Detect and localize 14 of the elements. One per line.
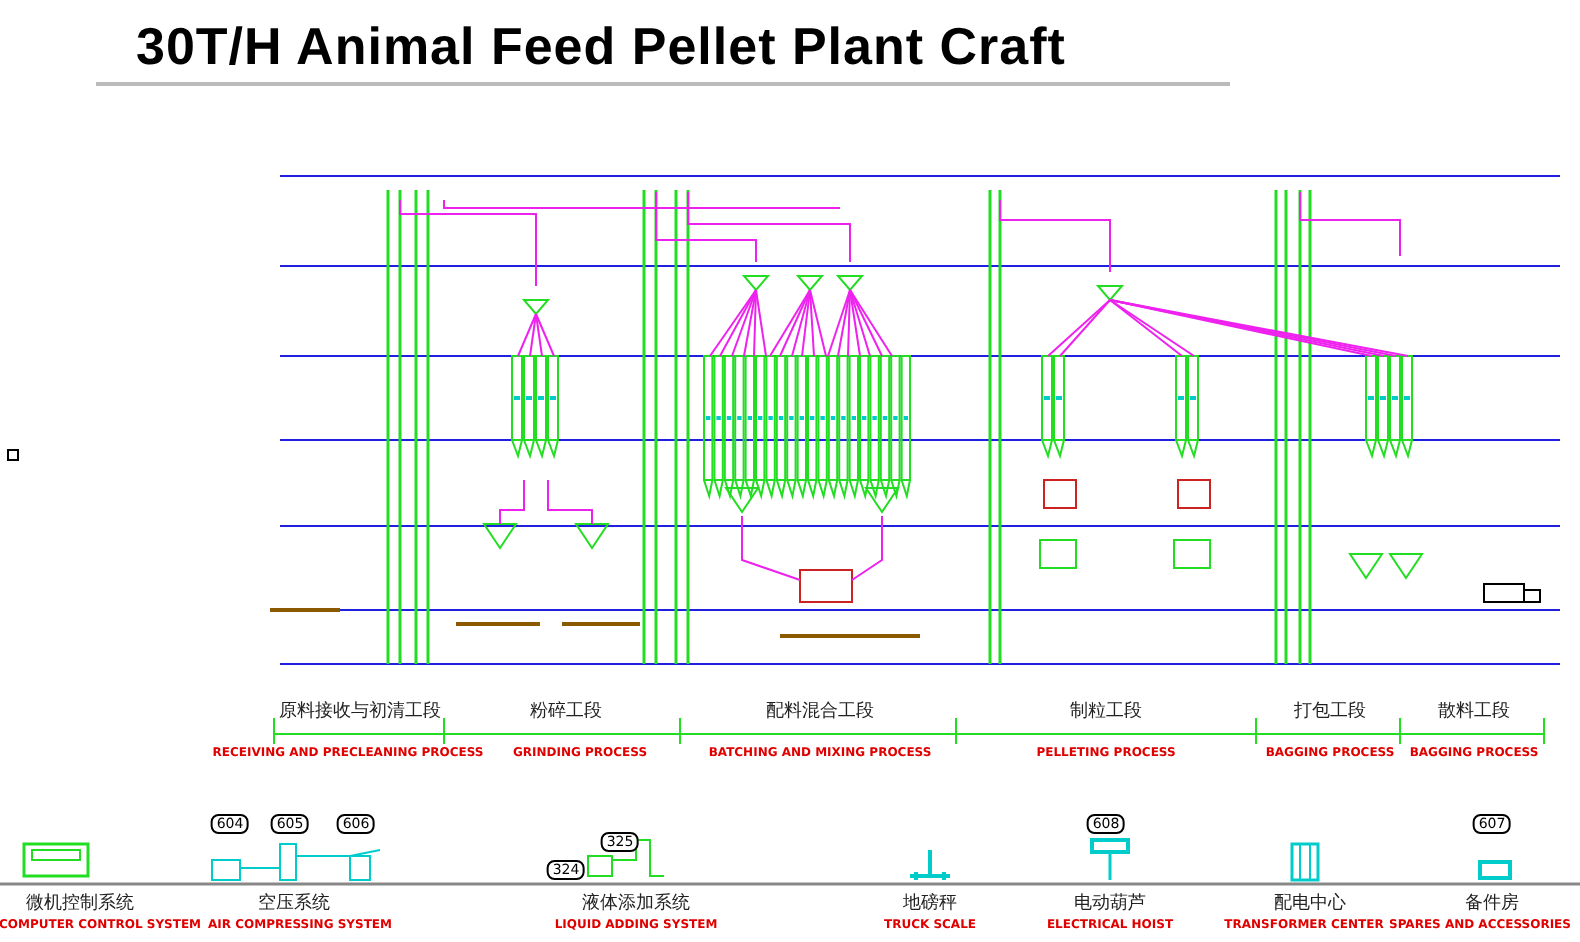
- system-name: 备件房: [1465, 891, 1519, 916]
- title: 30T/H Animal Feed Pellet Plant Craft: [136, 16, 1066, 78]
- section-name: 配料混合工段: [766, 699, 874, 724]
- system-name: 液体添加系统: [582, 891, 690, 916]
- section-name: 打包工段: [1294, 699, 1366, 724]
- section-name: 制粒工段: [1070, 699, 1142, 724]
- section-name: 原料接收与初清工段: [279, 699, 441, 724]
- system-name: 地磅秤: [903, 891, 957, 916]
- section-name: 粉碎工段: [530, 699, 602, 724]
- system-name: 配电中心: [1274, 891, 1346, 916]
- system-name: 空压系统: [258, 891, 330, 916]
- system-name: 微机控制系统: [26, 891, 134, 916]
- system-name: 电动葫芦: [1074, 891, 1146, 916]
- section-name: 散料工段: [1438, 699, 1510, 724]
